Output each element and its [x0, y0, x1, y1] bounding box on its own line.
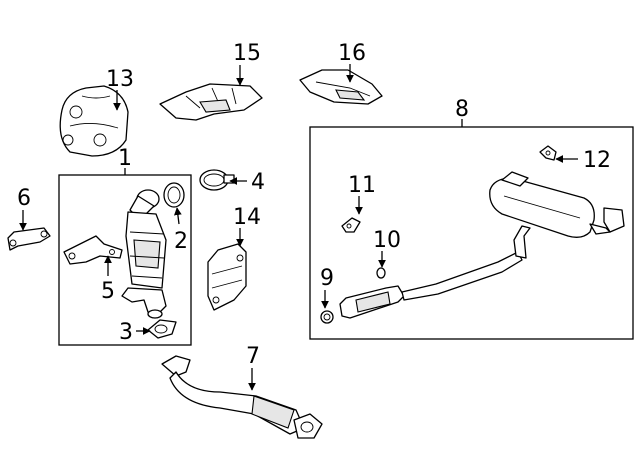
- callout-13: 13: [106, 67, 134, 92]
- callout-16: 16: [338, 41, 366, 66]
- part-11-hanger[interactable]: [341, 217, 361, 233]
- muffler-group-box: [309, 126, 634, 340]
- part-8-muffler-assembly[interactable]: [339, 171, 625, 319]
- part-5-bracket[interactable]: [63, 235, 123, 265]
- callout-8: 8: [455, 97, 469, 122]
- callout-4: 4: [251, 170, 265, 195]
- part-10-insulator[interactable]: [376, 267, 386, 279]
- callout-9: 9: [320, 266, 334, 291]
- callout-14: 14: [233, 205, 261, 230]
- callout-15: 15: [233, 41, 261, 66]
- part-3-gasket[interactable]: [147, 319, 177, 339]
- part-16-heat-shield[interactable]: [299, 69, 383, 105]
- part-7-front-pipe[interactable]: [161, 355, 323, 439]
- callout-10: 10: [373, 228, 401, 253]
- part-9-gasket[interactable]: [320, 310, 334, 324]
- callout-1: 1: [118, 146, 132, 171]
- callout-2: 2: [174, 229, 188, 254]
- callout-3: 3: [119, 320, 133, 345]
- part-4-clamp[interactable]: [199, 169, 235, 191]
- leader-2: [174, 207, 182, 225]
- leader-lines: [19, 64, 578, 391]
- callout-labels: 1 2 3 4 5 6 7 8 9 10 11 12 13 14 15 16: [17, 41, 611, 369]
- part-13-manifold-heat-shield[interactable]: [59, 85, 129, 157]
- callout-6: 6: [17, 186, 31, 211]
- part-12-hanger[interactable]: [539, 145, 557, 161]
- part-1-catalytic-converter[interactable]: [121, 189, 167, 319]
- part-14-heat-shield[interactable]: [207, 243, 247, 311]
- part-15-heat-shield[interactable]: [159, 83, 263, 121]
- part-2-gasket[interactable]: [163, 182, 185, 208]
- part-6-hanger-bracket[interactable]: [7, 227, 51, 251]
- callout-5: 5: [101, 279, 115, 304]
- callout-12: 12: [583, 148, 611, 173]
- callout-7: 7: [246, 344, 260, 369]
- callout-11: 11: [348, 173, 376, 198]
